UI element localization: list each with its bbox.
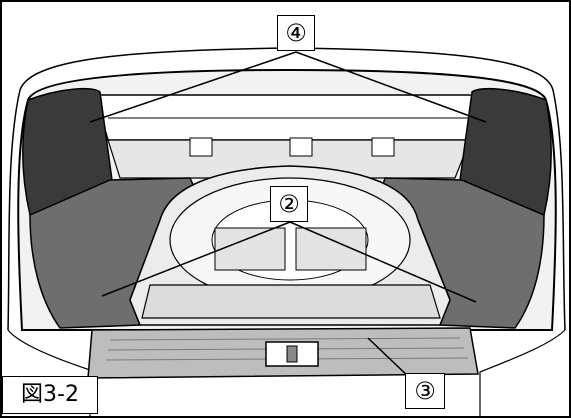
tray-block-right bbox=[295, 227, 367, 271]
tray-block-left bbox=[214, 227, 286, 271]
callout-side-panel: ④ bbox=[277, 15, 315, 51]
callout-floor-carpet: ② bbox=[270, 186, 308, 222]
seat-latch-left bbox=[189, 137, 213, 157]
car-body-bottom-right bbox=[479, 329, 566, 418]
figure-caption: 図3-2 bbox=[2, 376, 98, 414]
leader-lines bbox=[89, 51, 487, 381]
tray-front-lip bbox=[141, 284, 441, 319]
seat-latch-center bbox=[289, 137, 313, 157]
seat-latch-right bbox=[371, 137, 395, 157]
callout-scuff-plate: ③ bbox=[405, 373, 445, 409]
latch-striker-center bbox=[286, 345, 298, 363]
